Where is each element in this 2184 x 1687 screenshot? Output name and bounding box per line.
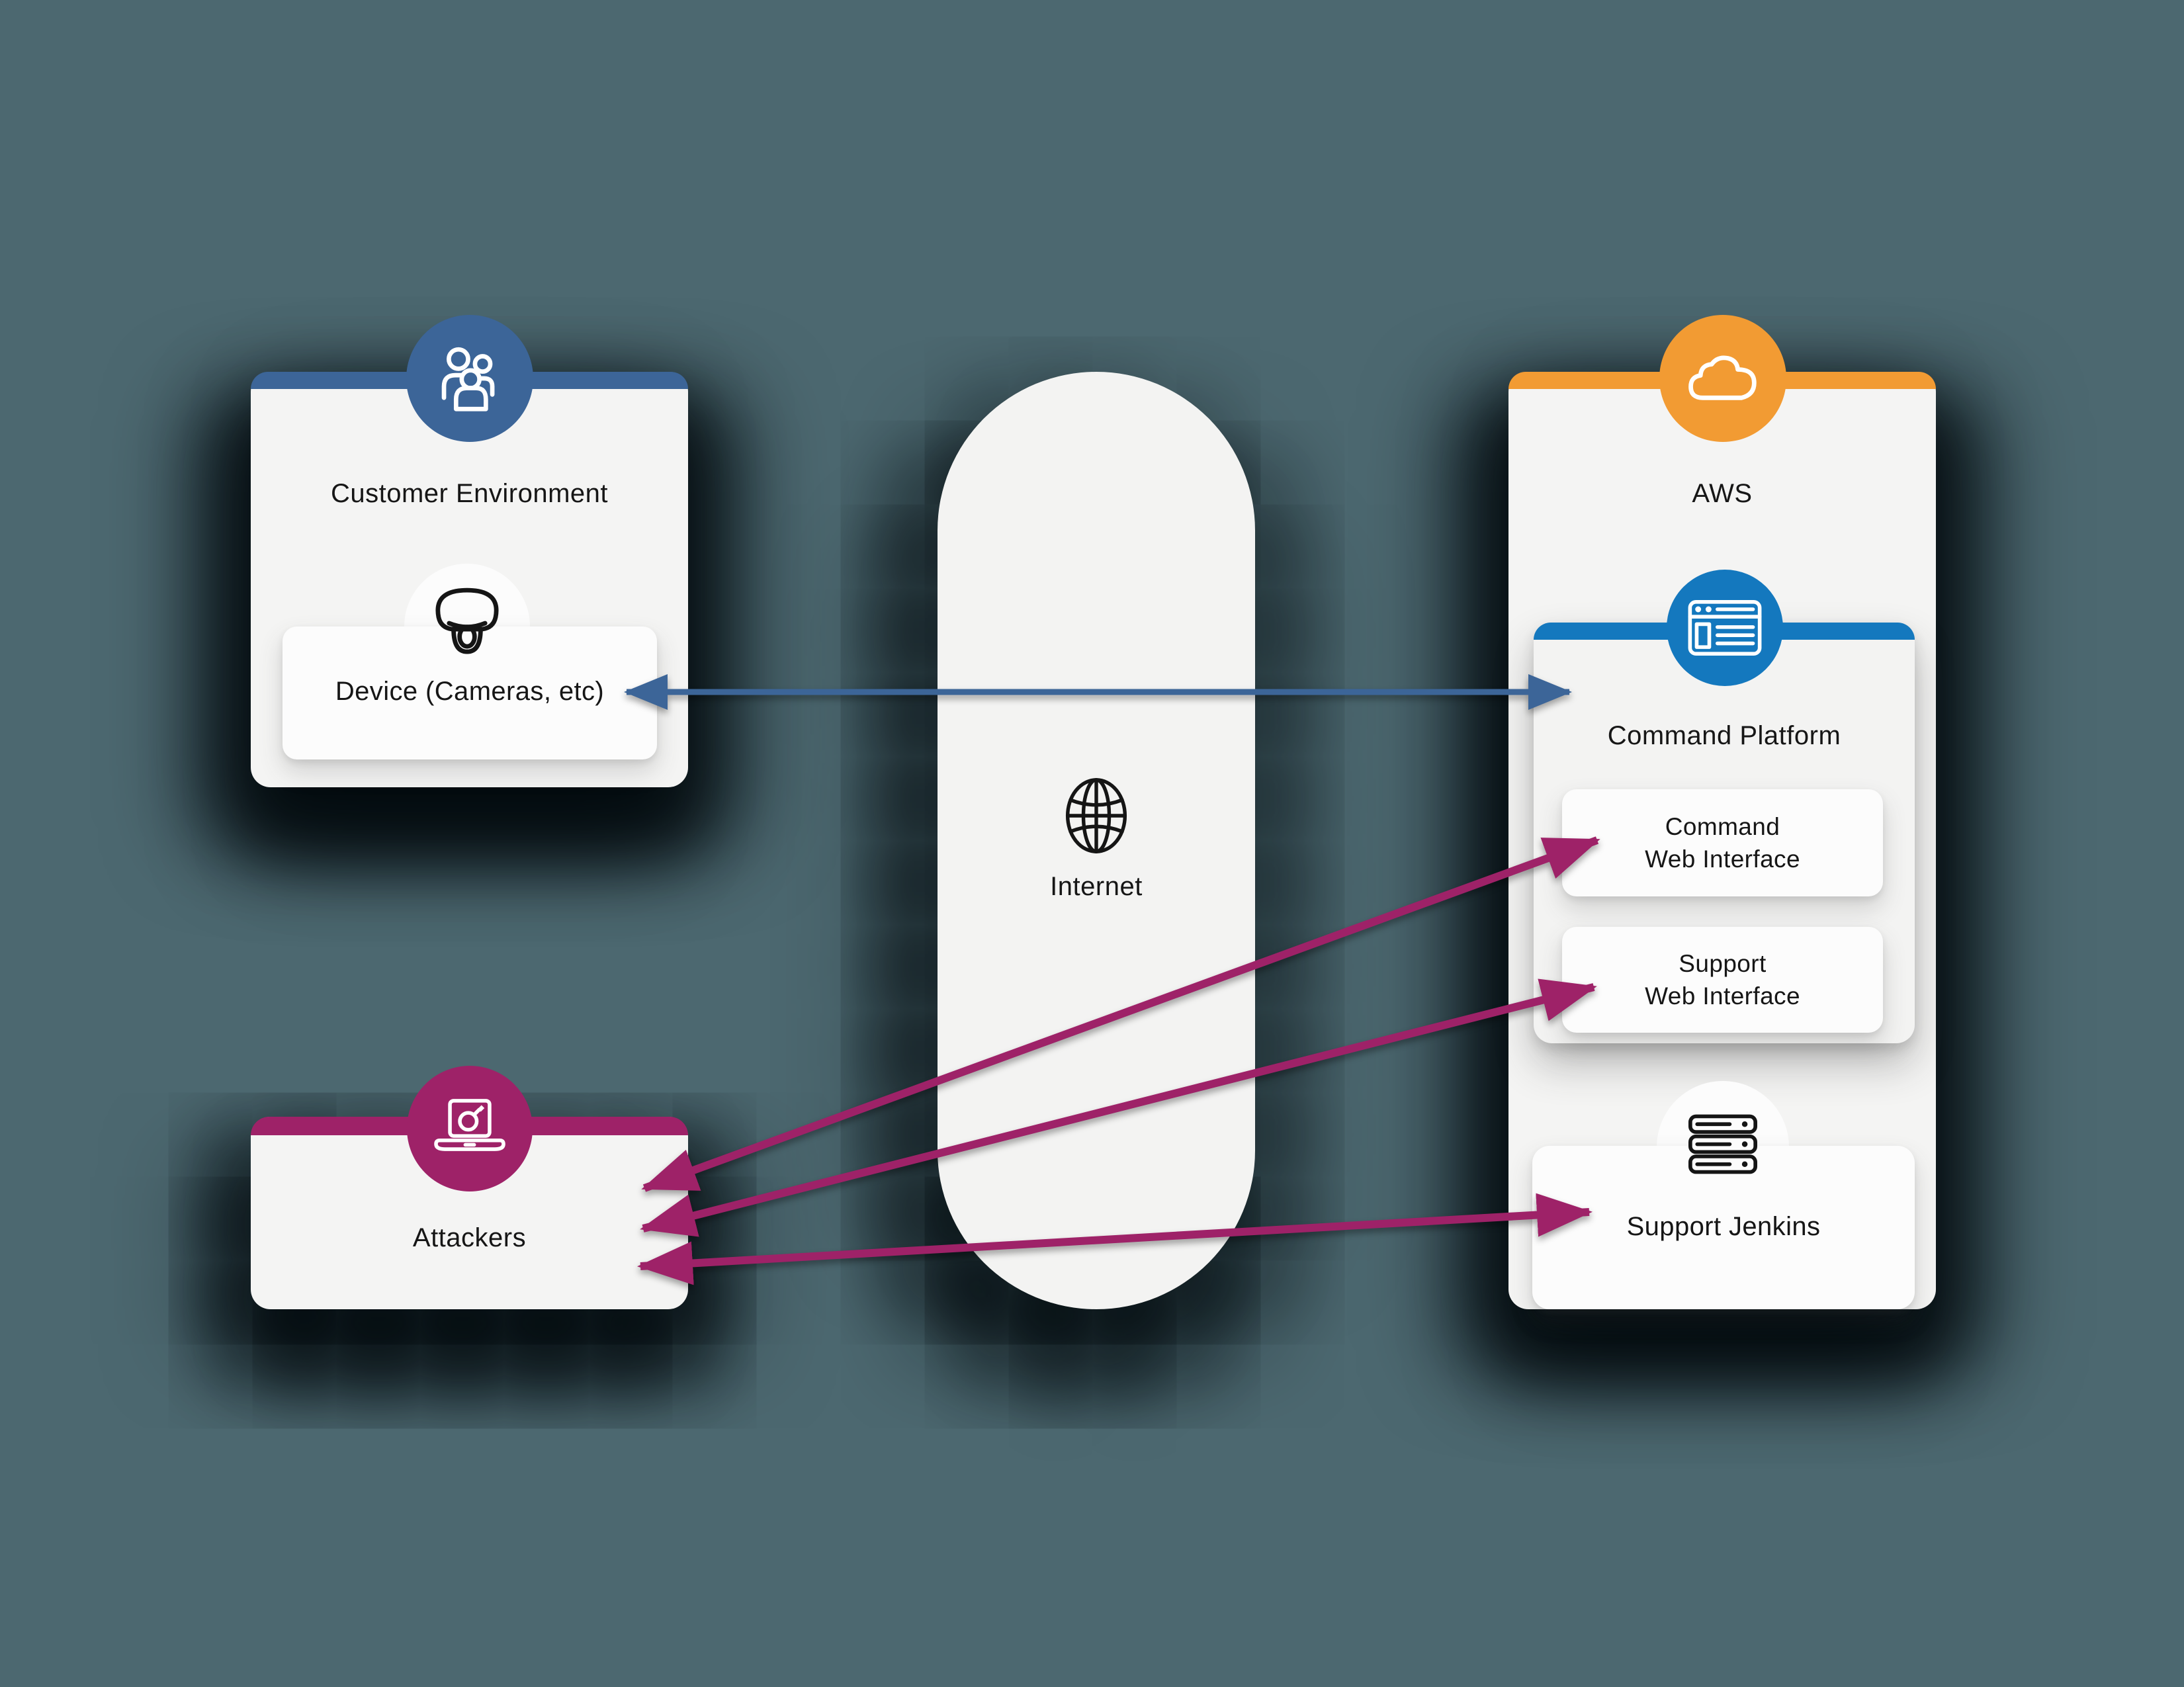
support-web-interface-line2: Web Interface bbox=[1645, 982, 1800, 1010]
command-web-interface-box: Command Web Interface bbox=[1562, 789, 1883, 896]
device-box: Device (Cameras, etc) bbox=[283, 627, 657, 759]
server-stack-icon bbox=[1688, 1114, 1757, 1175]
people-group-icon bbox=[429, 341, 510, 415]
dome-camera-icon bbox=[422, 584, 512, 662]
command-platform-badge bbox=[1667, 570, 1783, 686]
support-jenkins-label: Support Jenkins bbox=[1626, 1212, 1821, 1241]
aws-badge bbox=[1659, 315, 1786, 442]
command-web-interface-line1: Command bbox=[1665, 813, 1780, 840]
browser-window-icon bbox=[1688, 599, 1762, 656]
command-web-interface-line2: Web Interface bbox=[1645, 845, 1800, 873]
device-label: Device (Cameras, etc) bbox=[335, 677, 605, 706]
command-web-interface-label: Command Web Interface bbox=[1562, 789, 1883, 896]
support-web-interface-line1: Support bbox=[1679, 950, 1767, 977]
internet-label: Internet bbox=[1050, 872, 1143, 901]
aws-title: AWS bbox=[1692, 479, 1753, 508]
customer-badge bbox=[406, 315, 533, 442]
customer-title: Customer Environment bbox=[330, 479, 609, 508]
cloud-icon bbox=[1682, 347, 1764, 410]
support-web-interface-box: Support Web Interface bbox=[1562, 927, 1883, 1033]
globe-icon bbox=[1058, 773, 1135, 859]
attackers-badge bbox=[407, 1066, 533, 1191]
attackers-title: Attackers bbox=[412, 1223, 527, 1252]
laptop-bomb-icon bbox=[429, 1097, 510, 1160]
command-platform-title: Command Platform bbox=[1607, 721, 1841, 750]
support-web-interface-label: Support Web Interface bbox=[1562, 927, 1883, 1033]
